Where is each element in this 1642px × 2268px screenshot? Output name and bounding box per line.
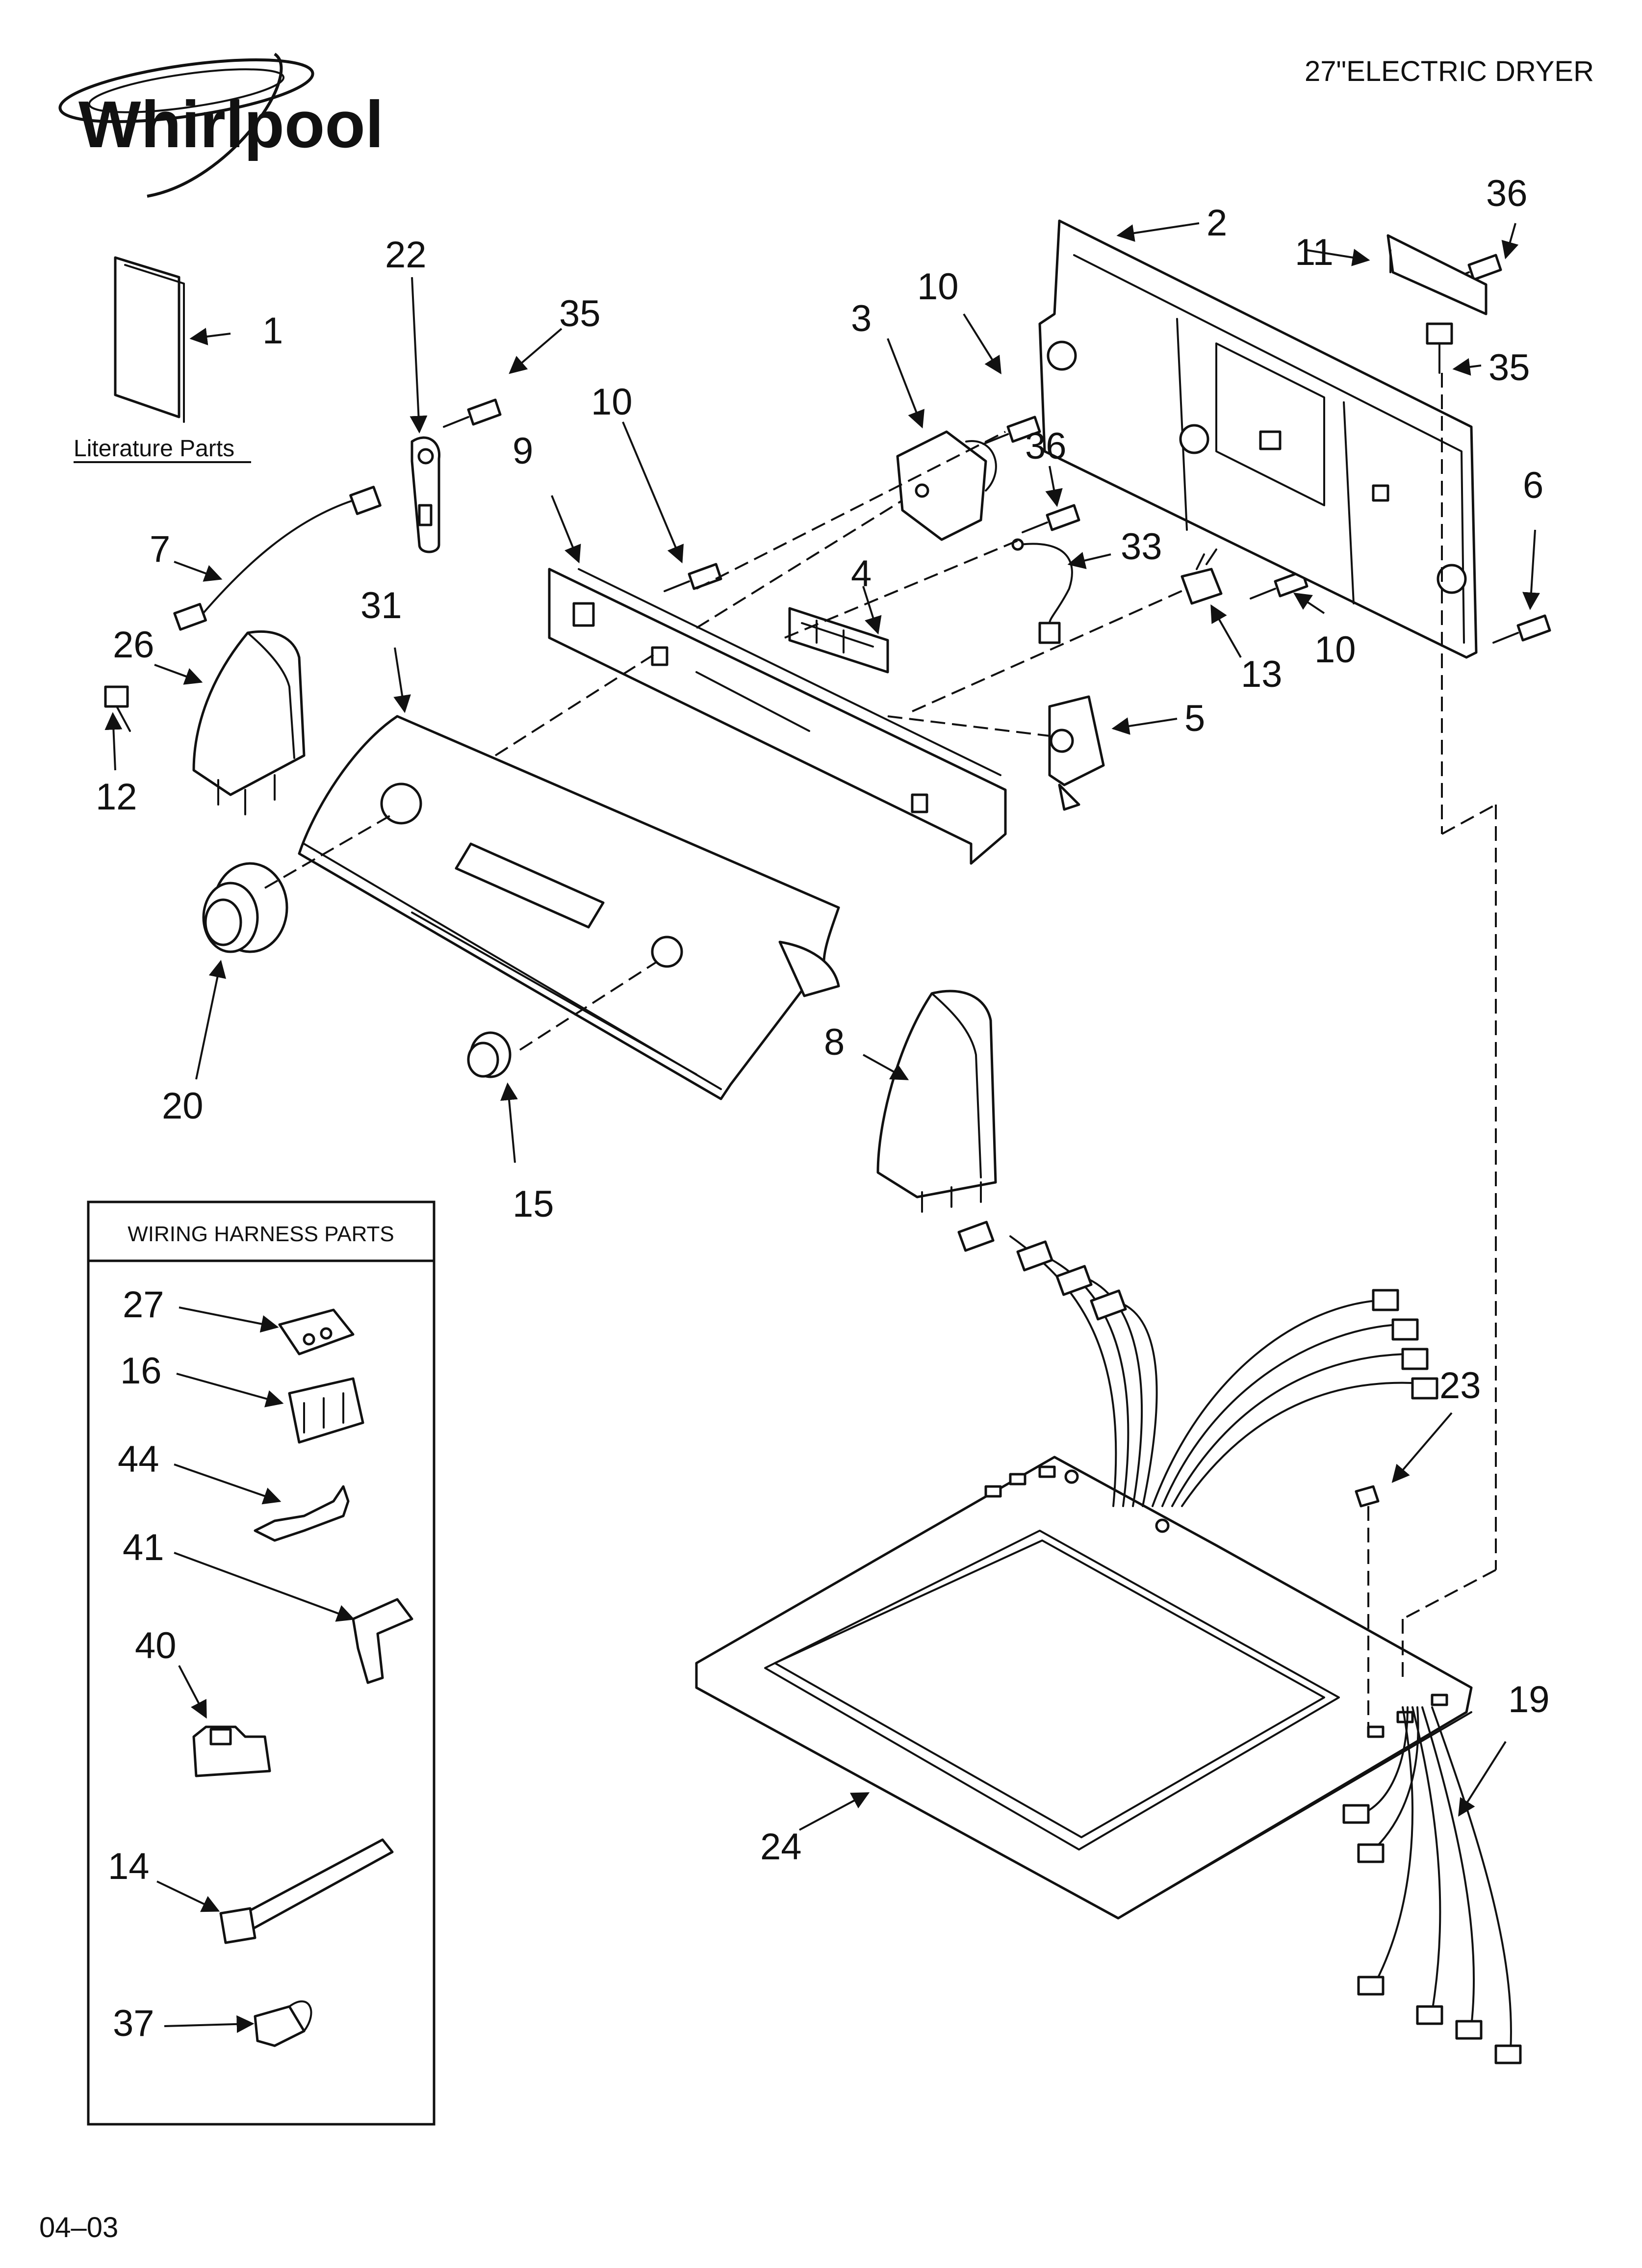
part-7-wire [173, 486, 382, 631]
part-37 [254, 2005, 306, 2047]
leader-lines [104, 222, 1540, 1831]
callout-16: 16 [120, 1350, 162, 1392]
part-24-cabinet-top [695, 1456, 1473, 1920]
callout-12: 12 [96, 776, 137, 818]
callout-14: 14 [108, 1846, 150, 1887]
part-44 [254, 1485, 350, 1542]
part-3-timer [896, 430, 997, 541]
callout-41: 41 [123, 1527, 164, 1568]
callout-35-right: 35 [1488, 347, 1530, 389]
callout-3: 3 [851, 298, 872, 339]
callout-10-right: 10 [1314, 629, 1356, 671]
diagram-title: 27"ELECTRIC DRYER [1305, 55, 1594, 87]
part-20-knob [202, 862, 288, 953]
screw-12 [104, 685, 131, 732]
part-9-panel-bracket [548, 568, 1007, 865]
callout-4: 4 [851, 553, 872, 595]
whirlpool-logo: Whirlpool [58, 52, 384, 198]
callout-19: 19 [1508, 1679, 1550, 1721]
part-15-knob [467, 1031, 512, 1078]
screw-35-left [443, 398, 502, 428]
part-23-clip [1355, 1485, 1380, 1508]
part-26-endcap [192, 630, 306, 815]
screw-36-mid [1022, 504, 1080, 533]
callout-1: 1 [262, 310, 283, 352]
callout-13: 13 [1241, 653, 1283, 695]
callout-7: 7 [150, 528, 170, 570]
part-41 [352, 1598, 413, 1684]
part-16 [288, 1377, 364, 1444]
wiring-harness-box: WIRING HARNESS PARTS [87, 1200, 436, 2126]
callout-36-mid: 36 [1025, 425, 1067, 467]
callout-44: 44 [118, 1438, 159, 1480]
part-22-bracket [410, 436, 441, 553]
part-2-back-panel [1038, 219, 1478, 659]
callout-37: 37 [113, 2003, 154, 2044]
callout-26: 26 [113, 624, 154, 666]
part-33-wire [1011, 538, 1073, 644]
screw-35-right [1426, 322, 1453, 374]
revision-code: 04–03 [39, 2212, 118, 2243]
screw-10-left [664, 563, 722, 592]
callout-15: 15 [513, 1183, 554, 1225]
part-5-switch [1048, 695, 1105, 811]
callout-8: 8 [824, 1021, 845, 1063]
part-31-console [298, 715, 840, 1100]
callout-9: 9 [513, 430, 533, 472]
part-11-cover [1386, 234, 1488, 315]
callout-11: 11 [1295, 232, 1334, 273]
part-8-endcap [876, 990, 997, 1213]
callout-10-mid: 10 [917, 266, 959, 308]
part-14 [234, 1838, 394, 1934]
callout-40: 40 [135, 1625, 177, 1667]
callout-6: 6 [1523, 465, 1543, 506]
callout-22: 22 [385, 234, 427, 276]
callout-10-left: 10 [591, 381, 633, 423]
callout-5: 5 [1184, 698, 1205, 739]
wiring-box-title: WIRING HARNESS PARTS [128, 1222, 394, 1246]
callout-33: 33 [1121, 526, 1162, 568]
callout-36-right: 36 [1486, 173, 1528, 214]
callout-35-left: 35 [559, 293, 601, 335]
part-4-relay [788, 607, 889, 674]
callout-31: 31 [360, 585, 402, 626]
callout-20: 20 [162, 1085, 204, 1127]
svg-text:Whirlpool: Whirlpool [78, 87, 384, 161]
screw-10-mid [982, 416, 1041, 445]
screw-6 [1492, 614, 1551, 644]
callout-2: 2 [1206, 202, 1227, 244]
callout-24: 24 [760, 1826, 802, 1868]
explode-lines [264, 373, 1497, 1727]
screw-10-right [1250, 570, 1308, 600]
part-literature: Literature Parts [74, 256, 251, 463]
harness-wires [957, 1221, 1522, 2064]
callout-27: 27 [123, 1284, 164, 1326]
svg-text:Literature Parts: Literature Parts [74, 436, 234, 462]
part-13-sensor [1180, 548, 1223, 605]
callout-23: 23 [1439, 1365, 1481, 1407]
part-27 [278, 1308, 355, 1356]
callouts: 1 2 3 4 5 6 7 8 9 10 10 10 11 12 13 14 1… [96, 173, 1550, 2044]
